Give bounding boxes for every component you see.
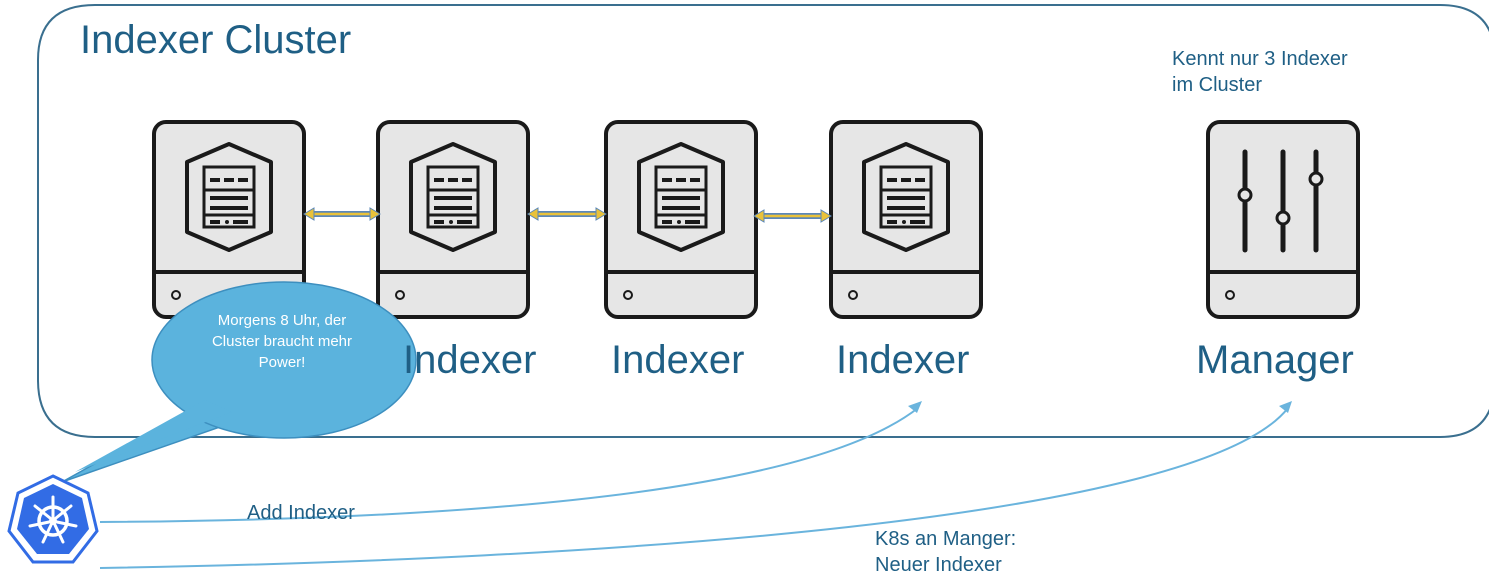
manager-notify-arrowhead <box>1279 401 1292 413</box>
indexer-link-arrow <box>753 209 832 223</box>
manager-sliders-icon[interactable] <box>1206 120 1360 319</box>
indexer-server-icon[interactable] <box>604 120 758 319</box>
add-indexer-arrow <box>99 407 919 523</box>
add-indexer-arrowhead <box>908 401 922 413</box>
indexer-link-arrow <box>527 207 607 221</box>
manager-notify-arrow <box>99 407 1289 569</box>
speech-bubble <box>61 281 417 483</box>
cluster-title: Indexer Cluster <box>80 18 352 62</box>
bubble-text: Morgens 8 Uhr, der Cluster braucht mehr … <box>211 312 353 371</box>
add-indexer-label: Add Indexer <box>247 502 355 524</box>
manager-notify-label: K8s an Manger: Neuer Indexer <box>875 528 1017 576</box>
indexer-label: Indexer <box>836 338 970 382</box>
manager-label: Manager <box>1196 338 1354 382</box>
cluster-frame <box>37 4 1489 438</box>
indexer-label: Indexer <box>403 338 537 382</box>
indexer-server-icon[interactable] <box>829 120 983 319</box>
indexer-server-icon[interactable] <box>376 120 530 319</box>
indexer-link-arrow <box>303 207 381 221</box>
manager-note: Kennt nur 3 Indexer im Cluster <box>1172 48 1348 96</box>
kubernetes-helm-icon[interactable] <box>7 474 99 564</box>
indexer-label: Indexer <box>611 338 745 382</box>
